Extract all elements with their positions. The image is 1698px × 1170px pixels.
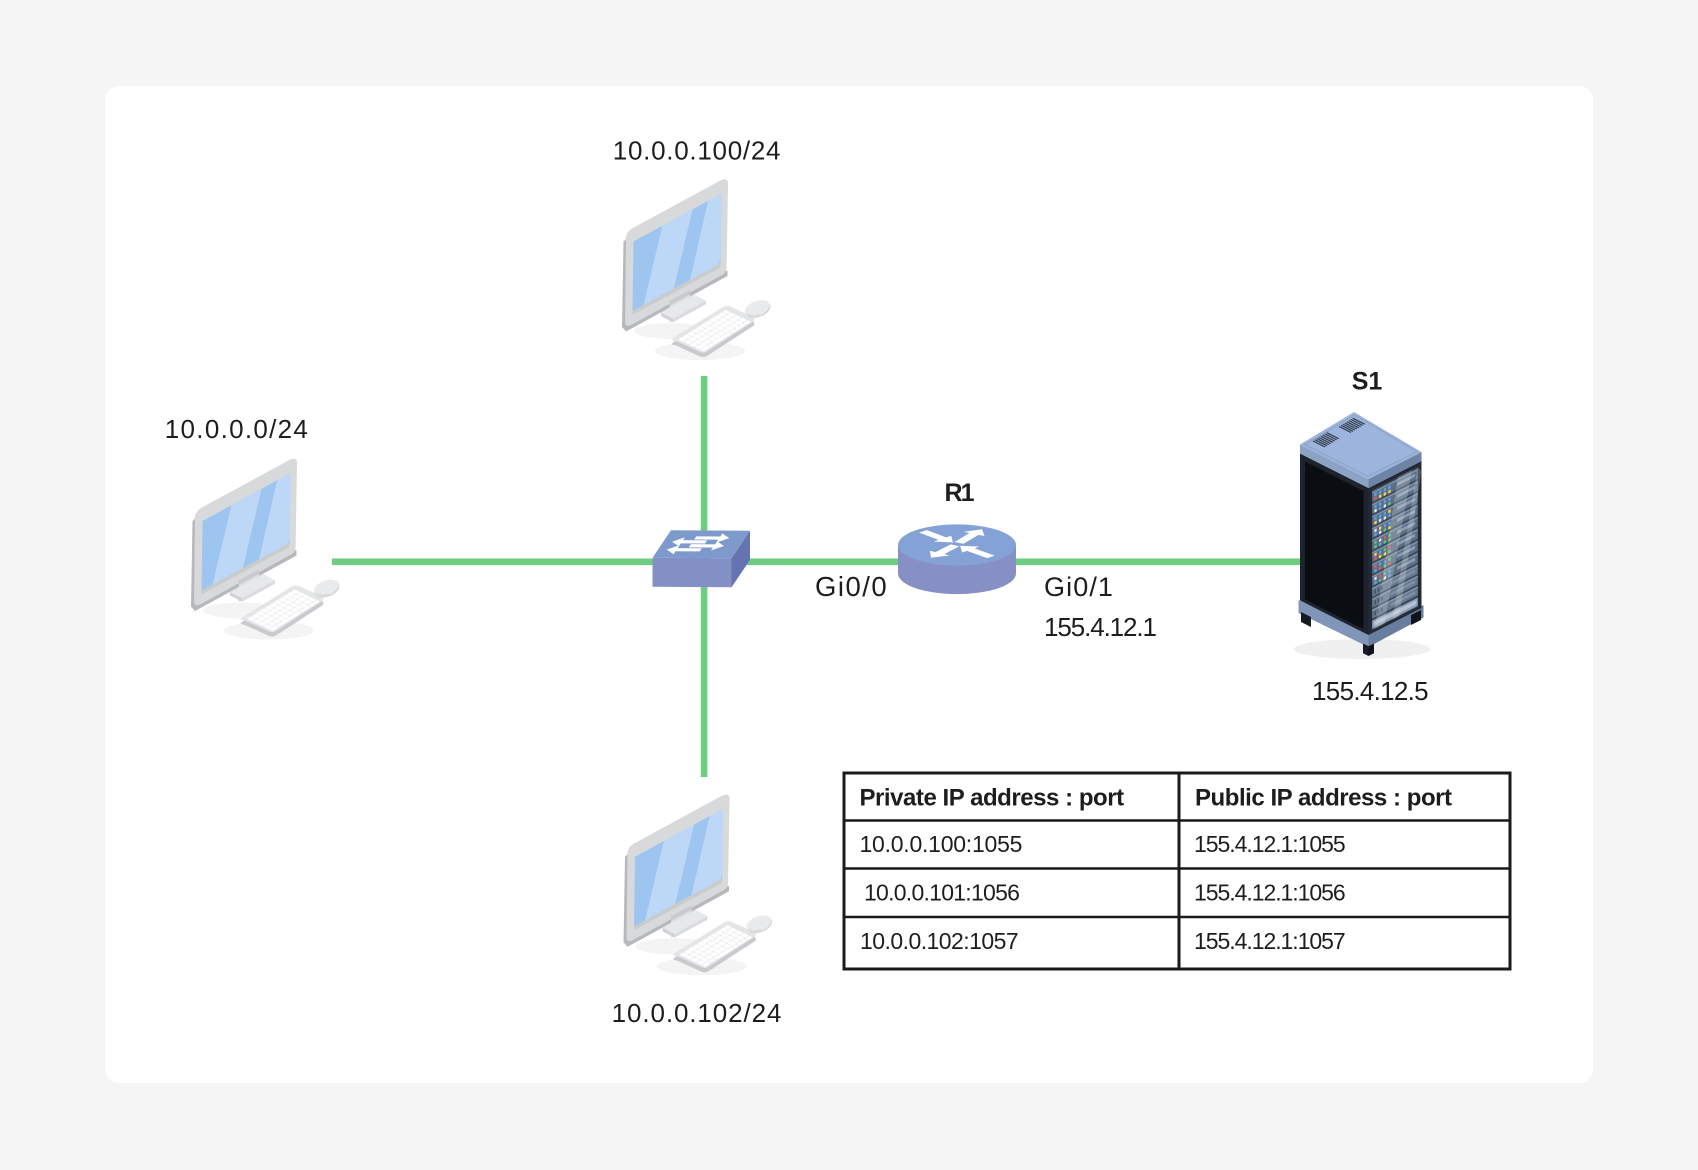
svg-text:Public IP address : port: Public IP address : port <box>1195 785 1452 812</box>
svg-text:Private IP address : port: Private IP address : port <box>860 785 1125 812</box>
svg-text:10.0.0.102:1057: 10.0.0.102:1057 <box>860 928 1018 954</box>
svg-text:10.0.0.101:1056: 10.0.0.101:1056 <box>864 880 1019 906</box>
svg-text:10.0.0.102/24: 10.0.0.102/24 <box>612 998 783 1028</box>
svg-text:155.4.12.1:1056: 155.4.12.1:1056 <box>1194 880 1345 906</box>
svg-text:10.0.0.0/24: 10.0.0.0/24 <box>165 414 309 444</box>
svg-text:S1: S1 <box>1352 368 1383 396</box>
svg-text:155.4.12.5: 155.4.12.5 <box>1312 676 1428 706</box>
svg-text:10.0.0.100:1055: 10.0.0.100:1055 <box>860 831 1023 857</box>
svg-text:155.4.12.1: 155.4.12.1 <box>1044 612 1157 642</box>
svg-text:10.0.0.100/24: 10.0.0.100/24 <box>613 135 781 165</box>
svg-text:155.4.12.1:1057: 155.4.12.1:1057 <box>1194 928 1345 954</box>
svg-text:155.4.12.1:1055: 155.4.12.1:1055 <box>1194 831 1345 857</box>
svg-text:R1: R1 <box>945 479 975 507</box>
svg-text:Gi0/0: Gi0/0 <box>815 571 888 602</box>
svg-text:Gi0/1: Gi0/1 <box>1044 572 1114 602</box>
